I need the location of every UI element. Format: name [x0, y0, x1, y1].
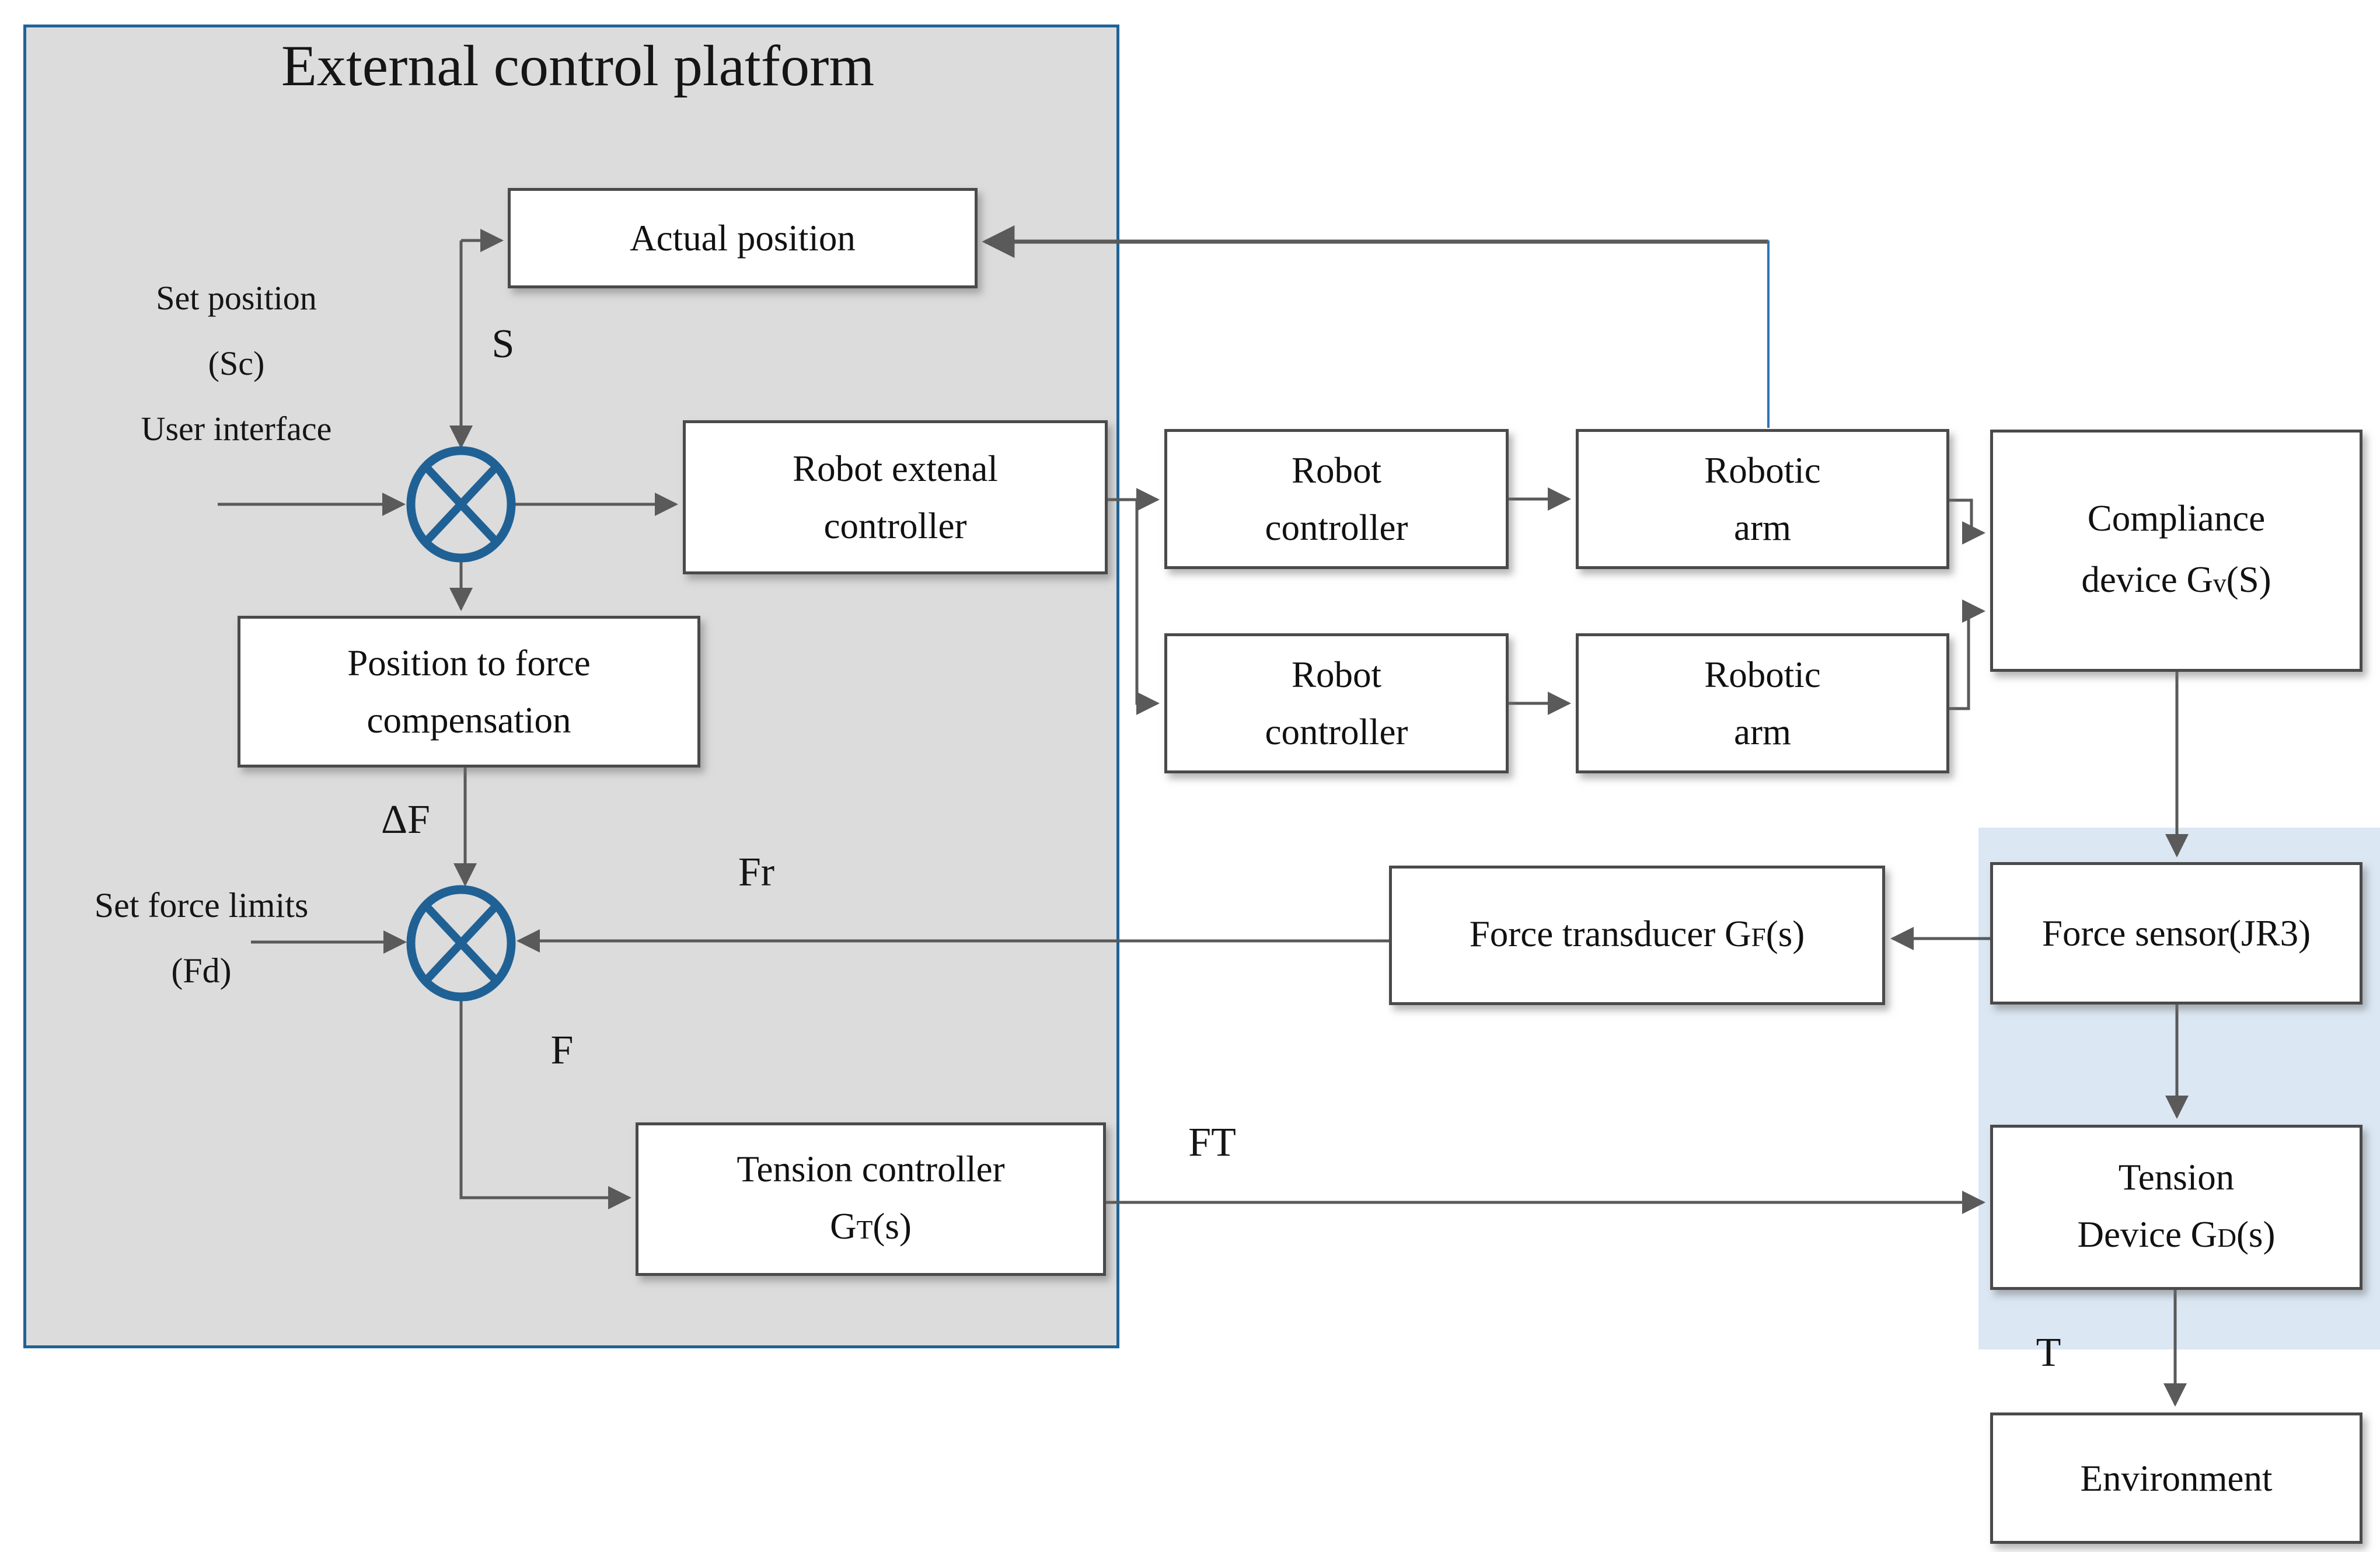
wire-external-to-controller-bottom	[1135, 500, 1160, 715]
block-robot-controller-top: Robot controller	[1164, 429, 1509, 569]
block-actual-position: Actual position	[508, 188, 978, 288]
block-label-line2: arm	[1734, 507, 1791, 548]
block-robotic-arm-top: Robotic arm	[1576, 429, 1949, 569]
wire-f	[459, 998, 631, 1209]
block-label-line1: Position to force	[347, 643, 591, 683]
set-force-line2: (Fd)	[171, 951, 232, 990]
block-label-line1: Robot extenal	[793, 448, 998, 489]
block-force-transducer: Force transducer GF(s)	[1389, 866, 1885, 1005]
block-label: Force transducer GF(s)	[1469, 913, 1805, 954]
block-label-line1: Robot	[1291, 654, 1382, 695]
summing-junction-2	[406, 885, 516, 1002]
block-label-line1: Tension	[2118, 1156, 2235, 1198]
set-force-annotation: Set force limits (Fd)	[26, 873, 376, 1003]
block-position-to-force: Position to force compensation	[238, 616, 700, 768]
set-position-line3: User interface	[141, 410, 332, 448]
block-label: Environment	[2080, 1457, 2273, 1499]
signal-delta-f: ΔF	[381, 797, 430, 842]
block-tension-controller: Tension controller GT(s)	[636, 1122, 1106, 1276]
block-environment: Environment	[1990, 1413, 2362, 1544]
block-robotic-arm-bottom: Robotic arm	[1576, 633, 1949, 773]
block-label-line2: Device GD(s)	[2077, 1213, 2276, 1255]
block-label-line1: Tension controller	[737, 1148, 1005, 1190]
wire-arm-top-to-compliance	[1949, 498, 1985, 545]
set-position-line2: (Sc)	[208, 344, 265, 382]
signal-ft: FT	[1188, 1120, 1236, 1165]
block-label-line2: controller	[1265, 507, 1408, 548]
block-label-line2: controller	[823, 505, 967, 546]
block-label-line1: Robotic	[1704, 450, 1821, 491]
block-label-line2: GT(s)	[830, 1205, 912, 1247]
signal-f: F	[550, 1028, 574, 1073]
block-robot-controller-bottom: Robot controller	[1164, 633, 1509, 773]
block-label-line1: Robot	[1291, 450, 1382, 491]
block-label-line1: Compliance	[2087, 497, 2266, 539]
summing-junction-1	[406, 446, 516, 563]
block-label-line2: controller	[1265, 712, 1408, 752]
signal-t: T	[2036, 1330, 2061, 1375]
block-label: Actual position	[630, 218, 856, 259]
block-label-line2: arm	[1734, 712, 1791, 752]
platform-title: External control platform	[281, 33, 875, 98]
set-position-line1: Set position	[156, 279, 317, 317]
set-position-annotation: Set position (Sc) User interface	[55, 266, 417, 462]
block-robot-external-controller: Robot extenal controller	[683, 420, 1108, 574]
wire-arm-bottom-to-compliance	[1949, 599, 1985, 710]
block-label: Force sensor(JR3)	[2042, 913, 2311, 954]
block-label-line2: compensation	[367, 700, 571, 741]
block-force-sensor: Force sensor(JR3)	[1990, 862, 2362, 1005]
set-force-line1: Set force limits	[94, 886, 309, 925]
block-tension-device: Tension Device GD(s)	[1990, 1125, 2362, 1290]
block-compliance-device: Compliance device Gv(S)	[1990, 430, 2362, 672]
block-label-line2: device Gv(S)	[2081, 559, 2271, 600]
signal-fr: Fr	[738, 850, 775, 895]
signal-s: S	[491, 322, 515, 367]
block-label-line1: Robotic	[1704, 654, 1821, 695]
